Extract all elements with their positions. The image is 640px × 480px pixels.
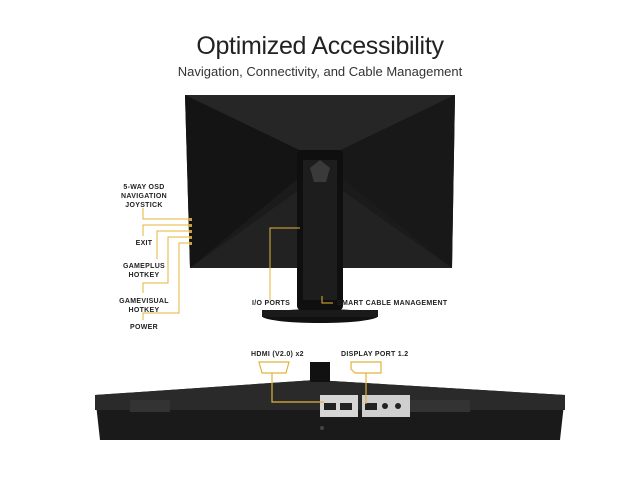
label-gamevisual-hotkey: GAMEVISUAL HOTKEY — [119, 298, 169, 314]
label-power: POWER — [130, 324, 158, 331]
hdmi-icon — [258, 361, 290, 374]
label-joystick: 5-WAY OSD NAVIGATION JOYSTICK — [121, 184, 167, 209]
callout-lines-rear — [142, 208, 333, 320]
label-smart-cable-management: SMART CABLE MANAGEMENT — [337, 300, 448, 307]
label-gameplus-hotkey: GAMEPLUS HOTKEY — [122, 263, 166, 279]
page-subtitle: Navigation, Connectivity, and Cable Mana… — [177, 64, 463, 79]
osd-buttons — [189, 218, 192, 245]
tuf-logo-icon — [310, 160, 330, 182]
label-exit: EXIT — [135, 240, 153, 247]
label-io-ports: I/O PORTS — [252, 300, 291, 307]
callout-line-hdmi — [271, 373, 324, 403]
monitor-rear-view — [185, 95, 455, 323]
label-displayport: DISPLAY PORT 1.2 — [341, 351, 409, 358]
label-hdmi: HDMI (V2.0) x2 — [251, 351, 304, 358]
displayport-icon — [350, 361, 382, 374]
hdmi-port-panel — [320, 395, 358, 417]
page-title: Optimized Accessibility — [196, 32, 444, 60]
monitor-bottom-view — [95, 362, 565, 440]
